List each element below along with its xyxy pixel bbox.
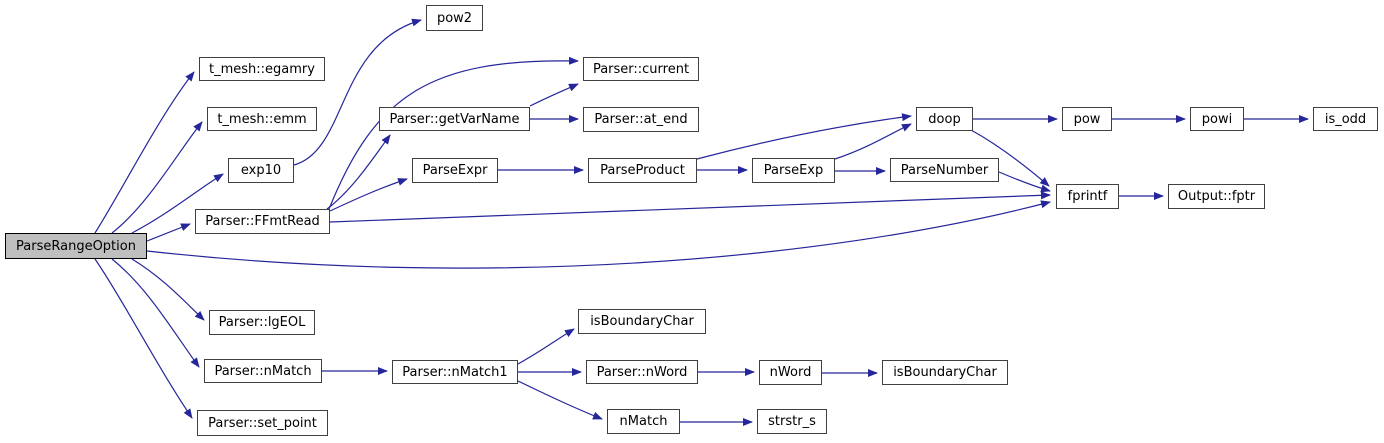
node-parser-current[interactable]: Parser::current xyxy=(583,57,699,81)
node-strstr-s[interactable]: strstr_s xyxy=(757,409,827,434)
edge-parse-number-to-fprintf xyxy=(998,171,1051,193)
edge-parse-product-to-doop xyxy=(696,113,912,160)
node-pow2[interactable]: pow2 xyxy=(426,5,483,31)
node-t-mesh-egamry[interactable]: t_mesh::egamry xyxy=(199,57,325,81)
node-parser-getvarname[interactable]: Parser::getVarName xyxy=(379,107,530,131)
node-parser-set-point[interactable]: Parser::set_point xyxy=(197,410,328,436)
edge-parse-range-option-to-parser-set-point xyxy=(94,258,193,419)
edge-parse-range-option-to-parser-nmatch xyxy=(111,258,200,368)
node-parser-lgeol[interactable]: Parser::lgEOL xyxy=(209,310,315,335)
edge-parser-nmatch1-to-is-boundary-char-1 xyxy=(517,328,575,365)
edge-parse-range-option-to-parser-lgeol xyxy=(131,258,205,321)
node-parse-exp[interactable]: ParseExp xyxy=(752,158,835,183)
node-fprintf[interactable]: fprintf xyxy=(1056,184,1119,209)
node-doop[interactable]: doop xyxy=(916,107,973,131)
node-parser-nmatch[interactable]: Parser::nMatch xyxy=(204,359,322,383)
node-is-boundary-char-1[interactable]: isBoundaryChar xyxy=(578,309,706,334)
node-t-mesh-emm[interactable]: t_mesh::emm xyxy=(207,107,317,131)
edge-parse-range-option-to-parser-ffmtread xyxy=(146,223,191,242)
edge-parse-range-option-to-t-mesh-egamry xyxy=(94,71,195,234)
edge-parser-nmatch1-to-nmatch xyxy=(517,380,603,420)
edge-parser-ffmtread-to-parser-getvarname xyxy=(326,134,391,210)
edge-parse-exp-to-doop xyxy=(834,123,912,160)
node-is-odd[interactable]: is_odd xyxy=(1313,107,1378,131)
edge-parser-ffmtread-to-parse-expr xyxy=(329,178,408,212)
node-output-fptr[interactable]: Output::fptr xyxy=(1168,184,1265,209)
node-is-boundary-char-2[interactable]: isBoundaryChar xyxy=(882,360,1008,385)
node-exp10[interactable]: exp10 xyxy=(228,158,294,183)
edge-exp10-to-pow2 xyxy=(293,18,422,166)
edge-group xyxy=(94,18,1309,426)
node-nmatch[interactable]: nMatch xyxy=(607,409,680,434)
node-parser-nmatch1[interactable]: Parser::nMatch1 xyxy=(392,360,518,384)
edge-parser-getvarname-to-parser-current xyxy=(529,83,579,107)
edge-parser-ffmtread-to-fprintf xyxy=(329,191,1051,223)
node-parser-at-end[interactable]: Parser::at_end xyxy=(583,107,699,132)
edge-parser-ffmtread-to-parser-current xyxy=(328,56,579,210)
node-parse-product[interactable]: ParseProduct xyxy=(588,158,697,183)
node-powi[interactable]: powi xyxy=(1190,107,1244,131)
node-parse-number[interactable]: ParseNumber xyxy=(890,158,999,182)
node-parser-ffmtread[interactable]: Parser::FFmtRead xyxy=(195,209,330,234)
node-parse-range-option[interactable]: ParseRangeOption xyxy=(5,233,147,259)
node-parse-expr[interactable]: ParseExpr xyxy=(412,158,498,183)
node-parser-nword[interactable]: Parser::nWord xyxy=(586,360,698,384)
node-pow[interactable]: pow xyxy=(1062,107,1112,131)
edge-parse-range-option-to-t-mesh-emm xyxy=(111,121,203,234)
edge-parse-range-option-to-fprintf xyxy=(146,200,1051,269)
node-nword[interactable]: nWord xyxy=(759,360,822,385)
edge-doop-to-fprintf xyxy=(970,129,1050,187)
edge-parse-range-option-to-exp10 xyxy=(131,173,224,234)
